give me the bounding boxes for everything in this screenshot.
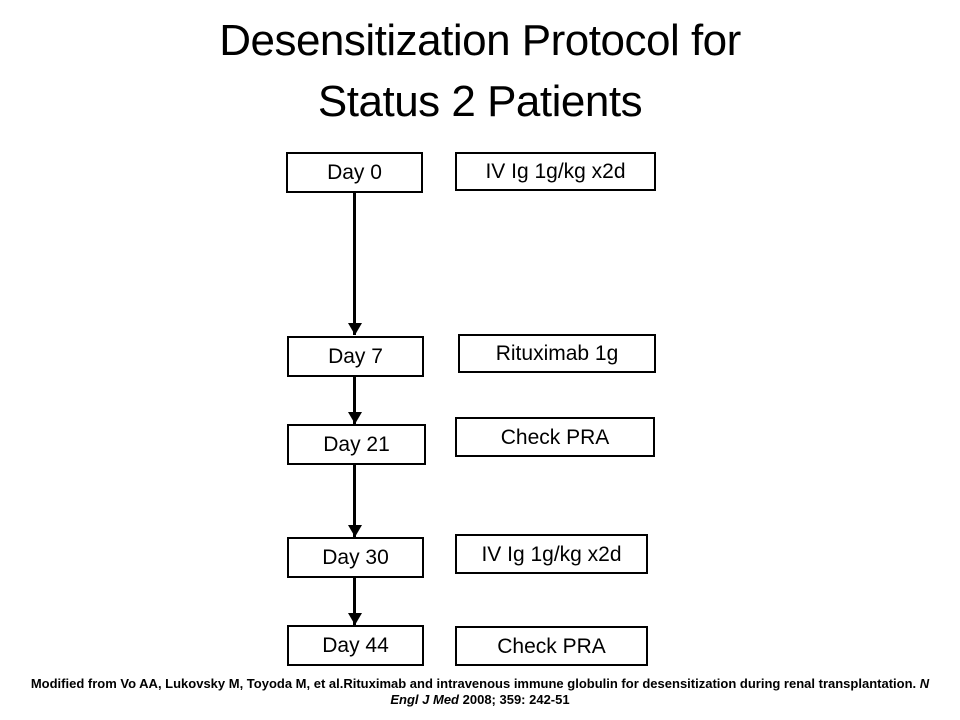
- action-box-checkpra-2-label: Check PRA: [497, 634, 606, 658]
- day-box-30-label: Day 30: [322, 546, 389, 569]
- citation-reference: 2008; 359: 242-51: [462, 692, 570, 707]
- action-box-ivig-2-label: IV Ig 1g/kg x2d: [481, 542, 622, 566]
- citation-text: Modified from Vo AA, Lukovsky M, Toyoda …: [30, 676, 917, 691]
- action-box-rituximab: Rituximab 1g: [458, 334, 656, 373]
- day-box-21-label: Day 21: [323, 433, 390, 456]
- day-box-44: Day 44: [287, 625, 424, 666]
- day-box-7-label: Day 7: [328, 345, 383, 368]
- day-box-44-label: Day 44: [322, 634, 389, 657]
- day-box-7: Day 7: [287, 336, 424, 377]
- citation-footnote: Modified from Vo AA, Lukovsky M, Toyoda …: [24, 676, 936, 708]
- citation-journal: N Engl J Med: [390, 676, 930, 707]
- action-box-ivig-1: IV Ig 1g/kg x2d: [455, 152, 656, 191]
- action-box-ivig-2: IV Ig 1g/kg x2d: [455, 534, 648, 574]
- arrow-down-icon: [353, 193, 356, 335]
- action-box-checkpra-1-label: Check PRA: [500, 425, 610, 449]
- arrow-down-icon: [353, 465, 356, 537]
- arrow-down-icon: [353, 578, 356, 625]
- day-box-0-label: Day 0: [327, 161, 382, 184]
- day-box-21: Day 21: [287, 424, 426, 465]
- day-box-0: Day 0: [286, 152, 423, 193]
- action-box-ivig-1-label: IV Ig 1g/kg x2d: [485, 160, 626, 183]
- page-title-line1: Desensitization Protocol for: [219, 16, 741, 65]
- arrow-down-icon: [353, 377, 356, 424]
- day-box-30: Day 30: [287, 537, 424, 578]
- action-box-rituximab-label: Rituximab 1g: [495, 342, 619, 365]
- action-box-checkpra-1: Check PRA: [455, 417, 655, 457]
- page-title-line2: Status 2 Patients: [317, 77, 643, 126]
- page-title: Desensitization Protocol for Status 2 Pa…: [0, 10, 960, 132]
- action-box-checkpra-2: Check PRA: [455, 626, 648, 666]
